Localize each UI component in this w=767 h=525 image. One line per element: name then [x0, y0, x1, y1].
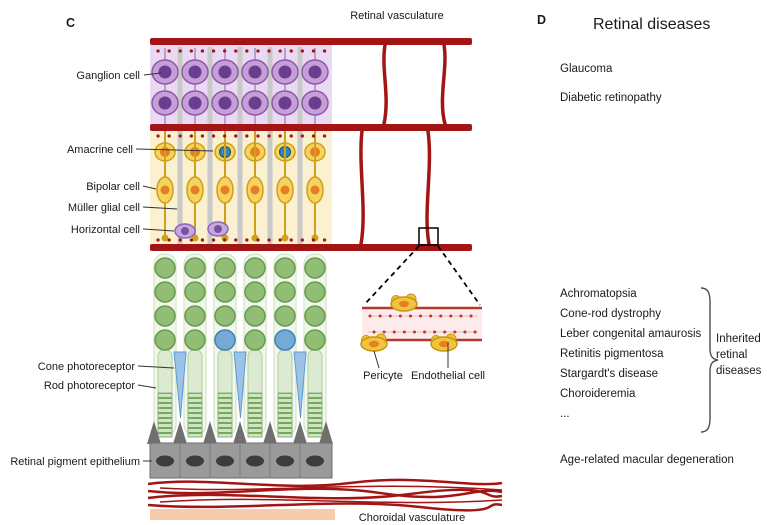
disease-ellipsis: ...: [560, 408, 570, 420]
disease-leber-congenital-amaurosis: Leber congenital amaurosis: [560, 328, 702, 340]
horizontal-cell: [174, 223, 196, 239]
label-leader-lines: [135, 72, 214, 462]
choroidal-vasculature: [147, 478, 503, 512]
disease-stargardts-disease: Stargardt's disease: [560, 368, 659, 380]
choroid-band: [150, 509, 335, 520]
pericyte: [430, 333, 458, 352]
retinal-vasculature-bands: [150, 38, 472, 251]
ganglion-cell: [151, 59, 179, 85]
cone-nucleus: [214, 329, 236, 351]
muller-glia-columns: [177, 47, 303, 249]
choroidal-vasculature-label: Choroidal vasculature: [359, 512, 465, 524]
bipolar-cell-label: Bipolar cell: [86, 181, 140, 193]
rpe-label: Retinal pigment epithelium: [10, 456, 140, 468]
rod-photoreceptor-label: Rod photoreceptor: [44, 380, 135, 392]
disease-age-related-macular-degeneration: Age-related macular degeneration: [560, 454, 734, 466]
panel-c-letter: C: [66, 16, 75, 30]
horizontal-cell-label: Horizontal cell: [71, 224, 140, 236]
pericyte-label: Pericyte: [363, 370, 403, 382]
pericyte: [360, 333, 388, 352]
ganglion-cell-layer: [151, 48, 329, 124]
photoreceptor-layer: [153, 253, 327, 438]
zoom-box: [418, 227, 439, 246]
retinal-vasculature-label: Retinal vasculature: [350, 10, 444, 22]
cone-nucleus: [274, 329, 296, 351]
disease-retinitis-pigmentosa: Retinitis pigmentosa: [560, 348, 664, 360]
disease-achromatopsia: Achromatopsia: [560, 288, 637, 300]
vertical-vessels: [359, 43, 447, 246]
ganglion-cell-label: Ganglion cell: [76, 70, 140, 82]
endothelial-cell-label: Endothelial cell: [411, 370, 485, 382]
disease-diabetic-retinopathy: Diabetic retinopathy: [560, 92, 662, 104]
inner-nuclear-layer: [154, 130, 326, 243]
disease-glaucoma: Glaucoma: [560, 63, 613, 75]
zoom-leader-lines: [363, 245, 481, 306]
inherited-diseases-bracket: [700, 287, 719, 433]
panel-d-title: Retinal diseases: [593, 16, 711, 33]
cone-photoreceptor-label: Cone photoreceptor: [38, 361, 136, 373]
inherited-retinal-diseases-label: Inherited retinal diseases: [716, 333, 762, 378]
disease-choroideremia: Choroideremia: [560, 388, 636, 400]
amacrine-cell-label: Amacrine cell: [67, 144, 133, 156]
pericyte: [390, 293, 418, 312]
panel-d-letter: D: [537, 13, 547, 27]
disease-cone-rod-dystrophy: Cone-rod dystrophy: [560, 308, 661, 320]
retina-diagram: Pericyte Endothelial cell C Retinal vasc: [10, 10, 503, 524]
muller-glial-cell-label: Müller glial cell: [68, 202, 140, 214]
rod-photoreceptor-column: [153, 253, 177, 438]
capillary-inset: Pericyte Endothelial cell: [360, 293, 485, 382]
retinal-pigment-epithelium: [147, 421, 333, 479]
